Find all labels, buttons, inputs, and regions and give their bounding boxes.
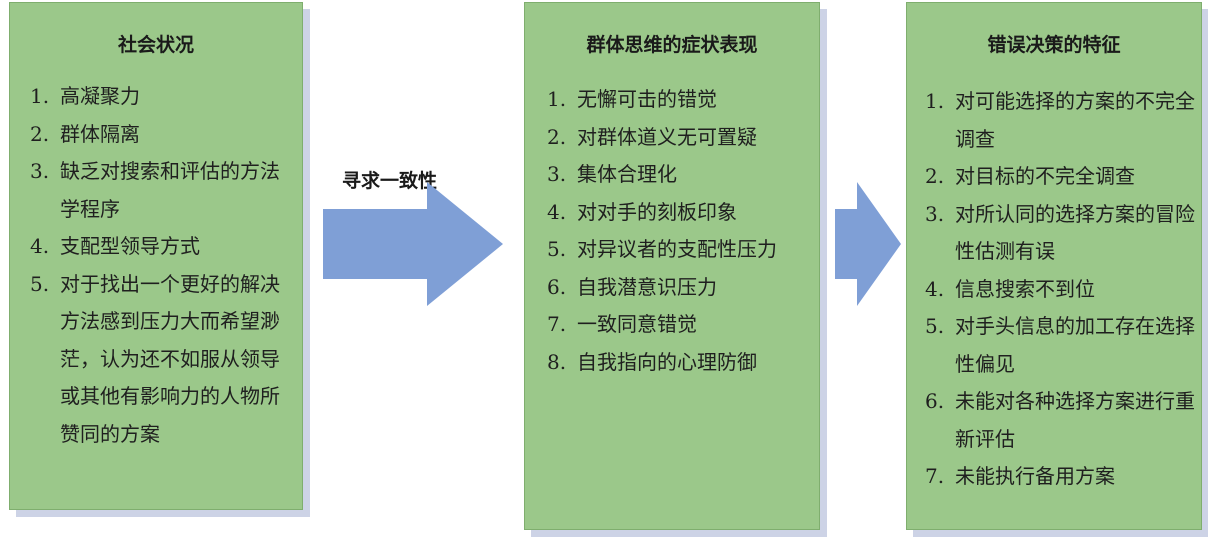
social-conditions-title: 社会状况 [117,34,194,56]
decision-defects-title: 错误决策的特征 [987,34,1121,56]
list-item: 5.对异议者的支配性压力 [547,237,777,261]
list-item: 4.信息搜索不到位 [925,276,1095,301]
list-item: 1.无懈可击的错觉 [547,87,717,111]
list-item: 1.高凝聚力 [30,84,140,108]
list-item: 7.未能执行备用方案 [925,464,1115,488]
list-item: 5.对手头信息的加工存在选择性偏见 [925,314,1195,376]
list-item: 4.对对手的刻板印象 [547,199,737,224]
symptoms-list: 1.无懈可击的错觉 2.对群体道义无可置疑 3.集体合理化 4.对对手的刻板印象… [547,81,815,381]
list-item: 8.自我指向的心理防御 [547,349,757,374]
social-conditions-list: 1.高凝聚力 2.群体隔离 3.缺乏对搜索和评估的方法学程序 4.支配型领导方式… [30,78,292,453]
arrow-label-seek-consensus: 寻求一致性 [342,170,438,192]
list-item: 6.未能对各种选择方案进行重新评估 [925,389,1195,451]
right-arrow-icon [835,182,901,306]
list-item: 4.支配型领导方式 [30,234,200,258]
list-item: 2.群体隔离 [30,121,140,146]
list-item: 3.集体合理化 [547,162,677,186]
decision-defects-box: 错误决策的特征 1.对可能选择的方案的不完全调查 2.对目标的不完全调查 3.对… [906,2,1202,530]
list-item: 1.对可能选择的方案的不完全调查 [925,89,1195,151]
symptoms-title: 群体思维的症状表现 [586,34,758,56]
list-item: 3.缺乏对搜索和评估的方法学程序 [30,159,280,221]
social-conditions-box: 社会状况 1.高凝聚力 2.群体隔离 3.缺乏对搜索和评估的方法学程序 4.支配… [9,2,303,510]
list-item: 5.对于找出一个更好的解决方法感到压力大而希望渺茫，认为还不如服从领导或其他有影… [30,271,280,446]
list-item: 6.自我潜意识压力 [547,274,717,299]
list-item: 2.对目标的不完全调查 [925,164,1135,188]
decision-defects-list: 1.对可能选择的方案的不完全调查 2.对目标的不完全调查 3.对所认同的选择方案… [925,83,1199,496]
symptoms-box: 群体思维的症状表现 1.无懈可击的错觉 2.对群体道义无可置疑 3.集体合理化 … [524,2,820,530]
list-item: 3.对所认同的选择方案的冒险性估测有误 [925,201,1195,264]
list-item: 7.一致同意错觉 [547,312,697,336]
list-item: 2.对群体道义无可置疑 [547,124,757,149]
right-arrow-icon [323,182,503,306]
